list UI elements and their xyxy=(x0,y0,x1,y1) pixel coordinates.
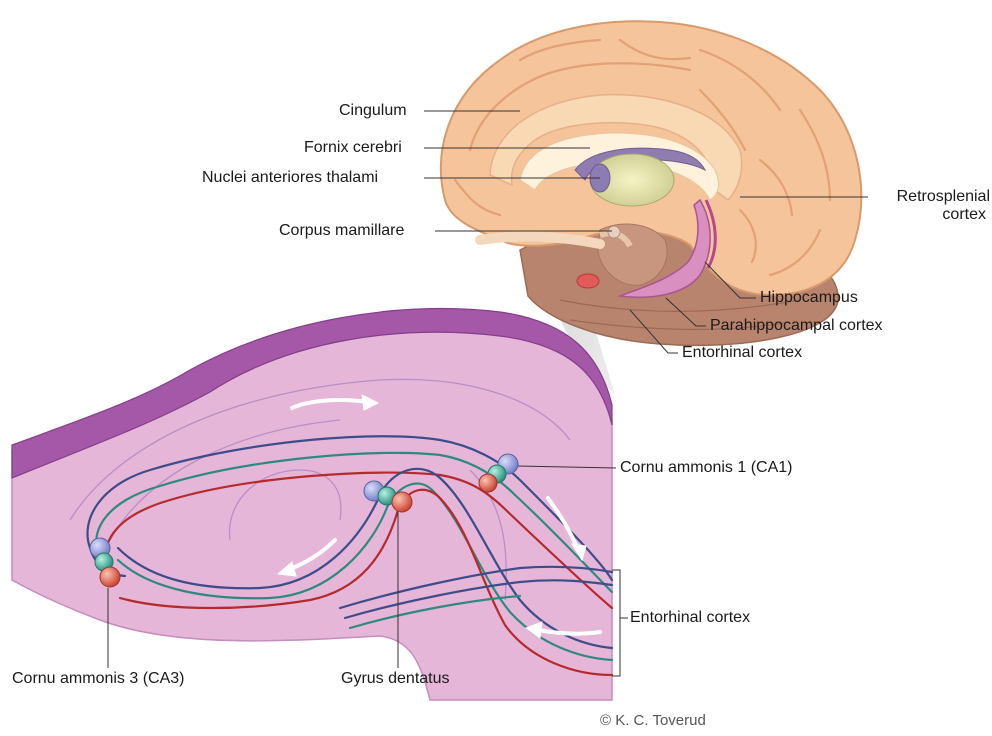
label-gyrus-dentatus: Gyrus dentatus xyxy=(341,670,450,688)
hippocampus-body xyxy=(12,314,612,700)
entorhinal-spot xyxy=(577,274,599,288)
label-nuclei-anteriores-thalami: Nuclei anteriores thalami xyxy=(202,169,378,187)
neuron-red-dg xyxy=(392,492,412,512)
leader-entorhinal-bracket xyxy=(612,570,620,676)
label-retrosplenial-cortex: Retrosplenial cortex xyxy=(868,188,990,224)
mamillary-body xyxy=(608,226,620,238)
label-entorhinal-cortex-top: Entorhinal cortex xyxy=(682,344,802,362)
label-retrosplenial-line2: cortex xyxy=(868,206,990,224)
label-entorhinal-cortex-bottom: Entorhinal cortex xyxy=(630,609,750,627)
neuron-red-ca1 xyxy=(479,474,497,492)
label-ca1: Cornu ammonis 1 (CA1) xyxy=(620,459,793,477)
label-corpus-mamillare: Corpus mamillare xyxy=(279,222,404,240)
label-cingulum: Cingulum xyxy=(339,102,407,120)
copyright-credit: © K. C. Toverud xyxy=(600,712,706,730)
label-parahippocampal-cortex: Parahippocampal cortex xyxy=(710,317,883,335)
neuron-red-ca3 xyxy=(100,567,120,587)
label-ca3: Cornu ammonis 3 (CA3) xyxy=(12,670,185,688)
label-hippocampus: Hippocampus xyxy=(760,289,858,307)
label-fornix-cerebri: Fornix cerebri xyxy=(304,139,402,157)
label-retrosplenial-line1: Retrosplenial xyxy=(868,188,990,206)
hippocampus-detail xyxy=(12,309,612,700)
